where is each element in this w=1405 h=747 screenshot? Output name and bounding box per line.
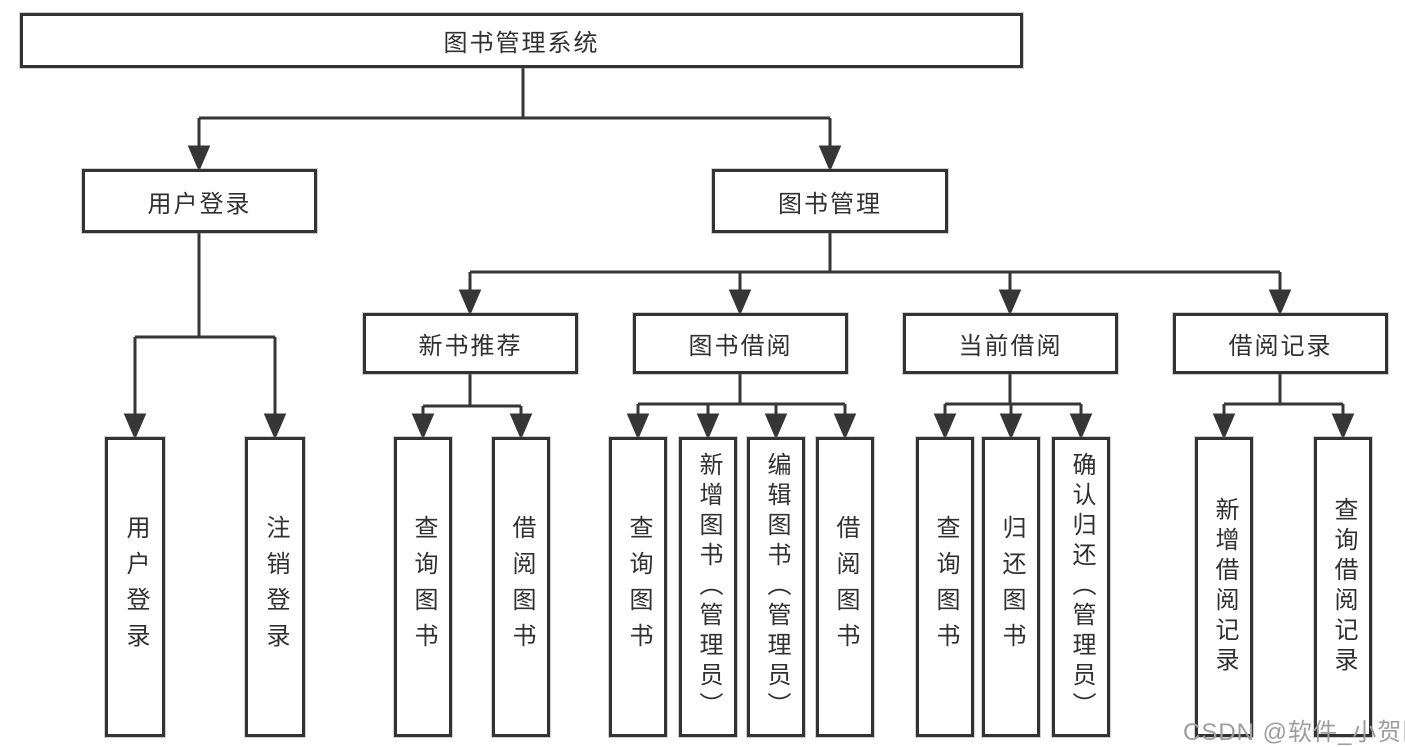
node-label: 查询图书 [932, 515, 959, 659]
node-user-login-branch: 用户登录 [82, 169, 317, 233]
node-label: 新增借阅记录 [1211, 497, 1238, 677]
node-label: 新书推荐 [418, 333, 523, 360]
node-label: 查询图书 [410, 515, 437, 659]
node-label: 编辑图书（管理员） [763, 452, 790, 722]
leaf-query-borrow-record: 查询借阅记录 [1314, 437, 1372, 737]
leaf-logout: 注销登录 [245, 437, 305, 737]
leaf-query-books-current: 查询图书 [916, 437, 974, 737]
node-label: 借阅图书 [832, 515, 859, 659]
leaf-borrow-books: 借阅图书 [816, 437, 874, 737]
node-label: 当前借阅 [958, 333, 1063, 360]
node-label: 用户登录 [147, 190, 252, 218]
leaf-borrow-books-recommend: 借阅图书 [492, 437, 550, 737]
node-label: 用户登录 [122, 515, 149, 659]
leaf-add-borrow-record: 新增借阅记录 [1195, 437, 1253, 737]
node-current-borrow: 当前借阅 [903, 313, 1118, 374]
node-library-management-system: 图书管理系统 [20, 13, 1023, 68]
node-book-management-branch: 图书管理 [712, 169, 948, 233]
node-label: 确认归还（管理员） [1068, 452, 1095, 722]
leaf-return-books: 归还图书 [982, 437, 1040, 737]
node-book-borrow: 图书借阅 [633, 313, 848, 374]
leaf-query-books-borrow: 查询图书 [609, 437, 667, 737]
leaf-edit-books-admin: 编辑图书（管理员） [747, 437, 805, 737]
leaf-user-login: 用户登录 [105, 437, 165, 737]
node-label: 图书管理系统 [443, 30, 600, 57]
node-borrow-records: 借阅记录 [1173, 313, 1388, 374]
node-label: 查询图书 [625, 515, 652, 659]
node-label: 图书借阅 [688, 333, 793, 360]
leaf-query-books-recommend: 查询图书 [394, 437, 452, 737]
node-label: 注销登录 [262, 515, 289, 659]
node-label: 查询借阅记录 [1330, 497, 1357, 677]
leaf-add-books-admin: 新增图书（管理员） [679, 437, 737, 737]
node-label: 新增图书（管理员） [695, 452, 722, 722]
leaf-confirm-return-admin: 确认归还（管理员） [1052, 437, 1110, 737]
node-label: 归还图书 [998, 515, 1025, 659]
node-label: 图书管理 [778, 190, 882, 218]
watermark: CSDN @软件_小贺同学 [1183, 719, 1405, 746]
node-new-book-recommend: 新书推荐 [363, 313, 578, 374]
node-label: 借阅记录 [1228, 333, 1333, 360]
node-label: 借阅图书 [508, 515, 535, 659]
